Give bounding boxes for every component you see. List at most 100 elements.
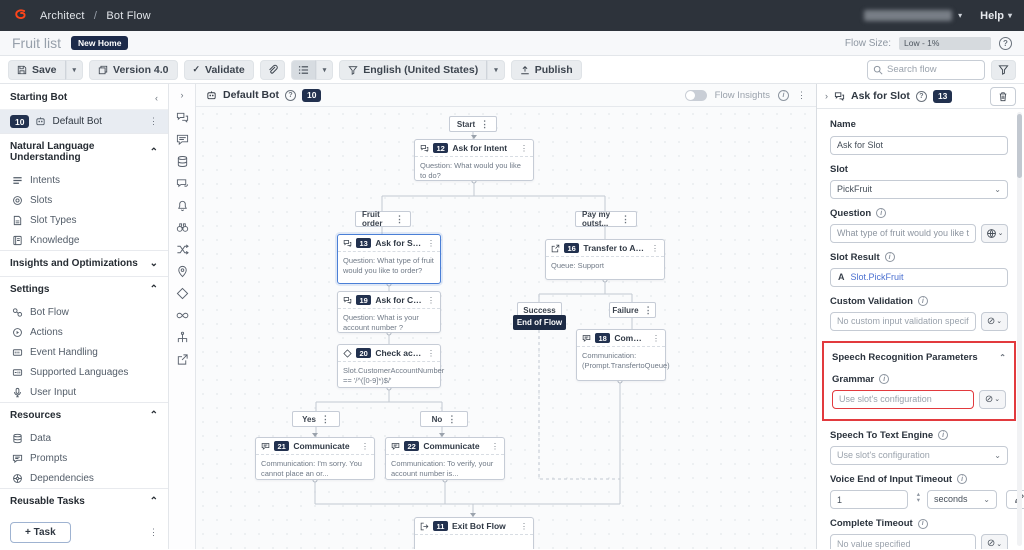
kebab-menu-icon[interactable]: ⋮: [651, 243, 659, 253]
attachments-button[interactable]: [259, 59, 285, 80]
kebab-menu-icon[interactable]: ⋮: [520, 521, 528, 531]
no-value-button[interactable]: ⊘ ⌄: [979, 389, 1006, 409]
section-insights[interactable]: Insights and Optimizations ⌄: [10, 258, 158, 269]
kebab-menu-icon[interactable]: ⋮: [427, 295, 435, 305]
voice-timeout-input[interactable]: [830, 490, 908, 509]
save-dropdown-button[interactable]: ▾: [65, 59, 84, 80]
fruit-order-branch[interactable]: Fruit order ⋮: [355, 210, 411, 228]
kebab-menu-icon[interactable]: ⋮: [652, 333, 660, 343]
kebab-menu-icon[interactable]: ⋮: [621, 213, 630, 224]
start-node[interactable]: Start ⋮: [449, 116, 497, 132]
communicate-icon[interactable]: [176, 133, 189, 146]
section-resources[interactable]: Resources ⌃: [10, 410, 158, 421]
info-icon[interactable]: i: [876, 208, 887, 218]
sidebar-item-dependencies[interactable]: Dependencies: [0, 468, 168, 488]
toolbox-list-button[interactable]: [290, 59, 316, 80]
communicate-22-node[interactable]: 22 Communicate ⋮ Communication: To verif…: [385, 437, 505, 480]
timeout-unit-select[interactable]: seconds ⌄: [927, 489, 997, 509]
sidebar-item-knowledge[interactable]: Knowledge: [0, 230, 168, 250]
validate-button[interactable]: ✓ Validate: [183, 59, 254, 80]
help-circle-icon[interactable]: ?: [915, 90, 927, 102]
ask-account-node[interactable]: 19 Ask for Customer's Account N... ⋮ Que…: [337, 291, 441, 333]
kebab-menu-icon[interactable]: ⋮: [149, 527, 158, 537]
kebab-menu-icon[interactable]: ⋮: [149, 116, 158, 126]
slot-result-chip[interactable]: A Slot.PickFruit: [830, 267, 1008, 287]
info-icon[interactable]: i: [879, 374, 890, 384]
section-reusable-tasks[interactable]: Reusable Tasks ⌃: [10, 496, 158, 507]
complete-timeout-input[interactable]: [830, 534, 976, 549]
sidebar-item-actions[interactable]: Actions: [0, 322, 168, 342]
flow-canvas[interactable]: Default Bot ? 10 Flow Insights i ⋮: [196, 84, 816, 549]
ask-for-intent-node[interactable]: 12 Ask for Intent ⋮ Question: What would…: [414, 139, 534, 181]
sidebar-item-slot-types[interactable]: Slot Types: [0, 210, 168, 230]
number-stepper[interactable]: ▴▾: [916, 490, 920, 504]
publish-button[interactable]: Publish: [510, 59, 582, 80]
no-branch[interactable]: No ⋮: [420, 411, 468, 427]
save-button[interactable]: Save: [8, 59, 66, 80]
info-icon[interactable]: i: [917, 296, 928, 306]
version-button[interactable]: Version 4.0: [89, 59, 178, 80]
kebab-menu-icon[interactable]: ⋮: [480, 118, 490, 129]
ask-for-slot-node[interactable]: 13 Ask for Slot ⋮ Question: What type of…: [337, 234, 441, 284]
sidebar-item-slots[interactable]: Slots: [0, 190, 168, 210]
custom-validation-input[interactable]: [830, 311, 976, 331]
external-link-icon[interactable]: [176, 353, 189, 366]
kebab-menu-icon[interactable]: ⋮: [361, 441, 369, 451]
help-circle-icon[interactable]: ?: [999, 36, 1012, 50]
section-settings[interactable]: Settings ⌃: [10, 284, 158, 295]
communicate-21-node[interactable]: 21 Communicate ⋮ Communication: I'm sorr…: [255, 437, 375, 480]
language-dropdown-button[interactable]: ▾: [487, 59, 505, 80]
sidebar-item-bot-flow[interactable]: Bot Flow: [0, 302, 168, 322]
section-nlu[interactable]: Natural Language Understanding ⌃: [10, 141, 158, 163]
hierarchy-chart-icon[interactable]: [176, 331, 189, 344]
no-value-button[interactable]: ⊘ ⌄: [981, 311, 1008, 331]
grammar-input[interactable]: [832, 389, 974, 409]
kebab-menu-icon[interactable]: ⋮: [797, 89, 806, 100]
sidebar-item-event-handling[interactable]: Event Handling: [0, 342, 168, 362]
question-input[interactable]: [830, 223, 976, 243]
sidebar-item-user-input[interactable]: User Input: [0, 382, 168, 402]
stt-engine-select[interactable]: Use slot's configuration ⌄: [830, 445, 1008, 465]
binoculars-search-icon[interactable]: [176, 221, 189, 234]
info-icon[interactable]: i: [884, 252, 895, 262]
language-button[interactable]: English (United States): [339, 59, 488, 80]
info-icon[interactable]: i: [938, 430, 949, 440]
toolbox-dropdown-button[interactable]: ▾: [315, 59, 334, 80]
no-value-button[interactable]: ⊘ ⌄: [981, 534, 1008, 549]
collapse-right-icon[interactable]: ›: [825, 91, 828, 101]
scrollbar-track[interactable]: [1017, 112, 1022, 546]
name-input[interactable]: [830, 135, 1008, 155]
info-icon[interactable]: i: [778, 89, 789, 101]
exit-bot-flow-node[interactable]: 11 Exit Bot Flow ⋮: [414, 517, 534, 549]
expand-right-icon[interactable]: ›: [180, 90, 184, 100]
user-menu[interactable]: ▾: [864, 10, 962, 21]
speech-recognition-section[interactable]: Speech Recognition Parameters ⌃: [832, 351, 1006, 363]
loop-infinity-icon[interactable]: [176, 309, 189, 322]
collapse-left-icon[interactable]: ‹: [155, 92, 158, 103]
sidebar-item-default-bot[interactable]: 10 Default Bot ⋮: [0, 109, 168, 133]
failure-branch[interactable]: Failure ⋮: [609, 302, 656, 318]
scrollbar-thumb[interactable]: [1017, 114, 1022, 178]
search-flow-input[interactable]: [887, 64, 977, 75]
decision-diamond-icon[interactable]: [176, 287, 189, 300]
yes-branch[interactable]: Yes ⋮: [292, 411, 340, 427]
kebab-menu-icon[interactable]: ⋮: [447, 413, 457, 424]
info-icon[interactable]: i: [957, 474, 968, 484]
notification-bell-icon[interactable]: [176, 199, 189, 212]
kebab-menu-icon[interactable]: ⋮: [427, 238, 435, 248]
help-circle-icon[interactable]: ?: [285, 89, 296, 101]
kebab-menu-icon[interactable]: ⋮: [427, 348, 435, 358]
sidebar-item-intents[interactable]: Intents: [0, 170, 168, 190]
delete-node-button[interactable]: [990, 86, 1016, 106]
shuffle-icon[interactable]: [176, 243, 189, 256]
breadcrumb-product[interactable]: Architect: [40, 9, 85, 22]
kebab-menu-icon[interactable]: ⋮: [491, 441, 499, 451]
pay-outstanding-branch[interactable]: Pay my outst... ⋮: [575, 210, 637, 228]
kebab-menu-icon[interactable]: ⋮: [520, 143, 528, 153]
flow-insights-toggle[interactable]: [684, 89, 707, 101]
kebab-menu-icon[interactable]: ⋮: [395, 213, 404, 224]
sidebar-item-data[interactable]: Data: [0, 428, 168, 448]
data-icon[interactable]: [176, 155, 189, 168]
ask-action-icon[interactable]: [176, 111, 189, 124]
kebab-menu-icon[interactable]: ⋮: [320, 413, 330, 424]
